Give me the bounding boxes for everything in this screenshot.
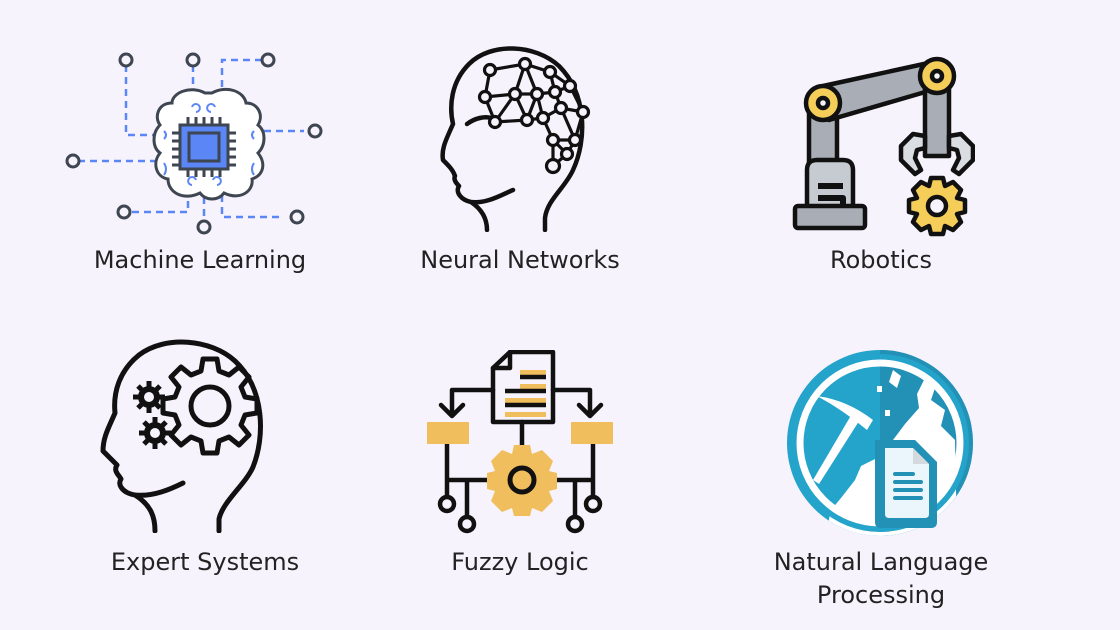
robotic-arm-icon — [792, 56, 975, 237]
label-fuzzy-logic: Fuzzy Logic — [451, 548, 589, 576]
head-neural-network-icon — [440, 46, 591, 232]
head-gears-icon — [100, 339, 263, 533]
pickaxe-document-icon — [787, 350, 973, 536]
label-nlp-line2: Processing — [816, 581, 946, 609]
document-flow-gear-icon — [427, 350, 613, 534]
label-neural-networks: Neural Networks — [420, 246, 620, 274]
label-machine-learning: Machine Learning — [93, 246, 307, 274]
label-expert-systems: Expert Systems — [110, 548, 300, 576]
label-nlp-line1: Natural Language — [773, 548, 989, 576]
brain-chip-icon — [65, 52, 323, 235]
label-natural-language-processing: Natural Language Processing — [774, 546, 989, 612]
label-robotics: Robotics — [830, 246, 932, 274]
